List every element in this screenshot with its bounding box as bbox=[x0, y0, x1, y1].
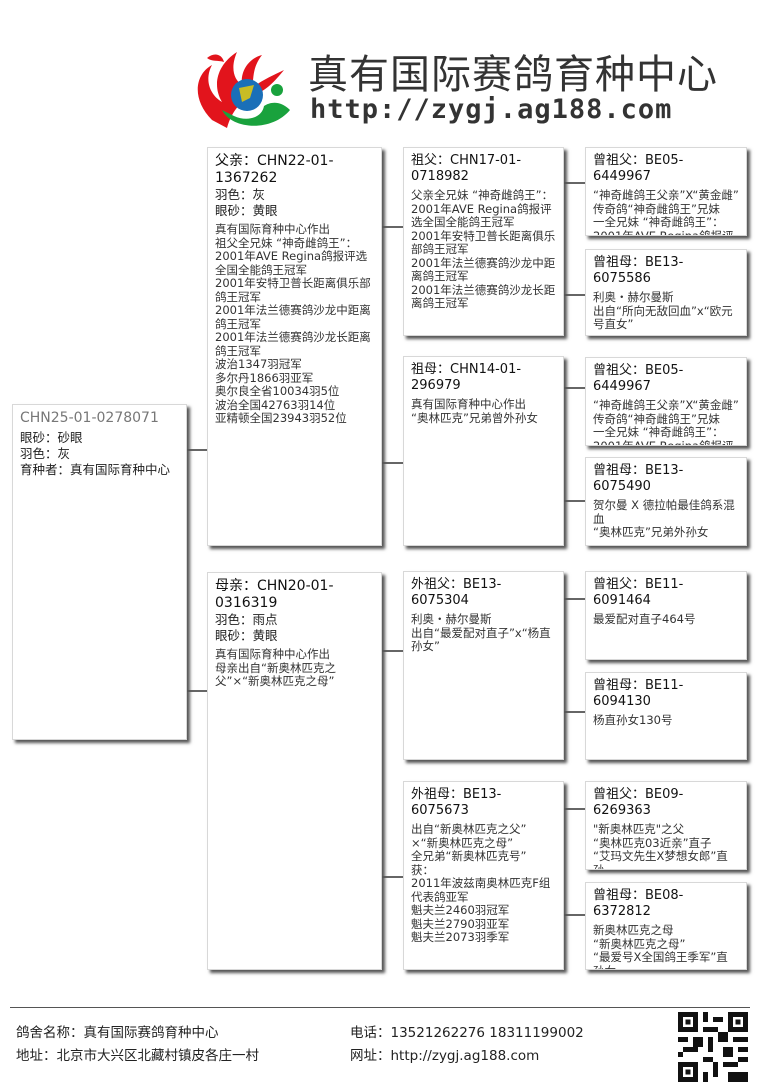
footer-phone: 电话：13521262276 18311199002 bbox=[350, 1025, 584, 1041]
great-grandparent-body: “神奇雌鸽王父亲”X“黄金雌” 传奇鸽“神奇雌鸽王”兄妹 一全兄妹 “神奇雌鸽王… bbox=[593, 398, 739, 446]
footer-address: 地址：北京市大兴区北藏村镇皮各庄一村 bbox=[16, 1048, 259, 1064]
great-grandparent-body: 贺尔曼 X 德拉帕最佳鸽系混血 “奥林匹克”兄弟外孙女 bbox=[593, 498, 735, 539]
qr-code-icon bbox=[678, 1012, 748, 1082]
footer-divider bbox=[10, 1007, 750, 1008]
grandparent-card: 外祖母：BE13-6075673 出自“新奥林匹克之父” ×“新奥林匹克之母” … bbox=[403, 781, 564, 970]
header-title: 真有国际赛鸽育种中心 bbox=[308, 52, 718, 98]
grandparent-title: 祖父：CHN17-01-0718982 bbox=[411, 153, 522, 184]
great-grandparent-title: 曾祖父：BE09-6269363 bbox=[593, 787, 684, 818]
grandparent-body: 出自“新奥林匹克之父” ×“新奥林匹克之母” 全兄弟“新奥林匹克号” 获： 20… bbox=[411, 822, 551, 944]
connector-line bbox=[187, 449, 207, 451]
grandparent-title: 外祖母：BE13-6075673 bbox=[411, 787, 502, 818]
grandparent-title: 祖母：CHN14-01-296979 bbox=[411, 362, 522, 393]
grandparent-body: 父亲全兄妹 “神奇雌鸽王”： 2001年AVE Regina鸽报评选全国全能鸽王… bbox=[411, 188, 556, 310]
mother-eye: 眼砂：黄眼 bbox=[215, 628, 278, 643]
father-body: 真有国际育种中心作出 祖父全兄妹 “神奇雌鸽王”： 2001年AVE Regin… bbox=[215, 222, 371, 425]
connector-line bbox=[564, 500, 585, 502]
great-grandparent-card: 曾祖父：BE11-6091464 最爱配对直子464号 bbox=[585, 571, 747, 660]
connector-line bbox=[564, 808, 585, 810]
subject-breeder: 育种者：真有国际育种中心 bbox=[20, 462, 171, 477]
connector-line bbox=[564, 598, 585, 600]
great-grandparent-title: 曾祖父：BE05-6449967 bbox=[593, 153, 684, 184]
connector-line bbox=[564, 182, 585, 184]
father-color: 羽色：灰 bbox=[215, 187, 266, 202]
subject-ring: CHN25-01-0278071 bbox=[20, 410, 159, 426]
great-grandparent-card: 曾祖母：BE11-6094130 杨直孙女130号 bbox=[585, 672, 747, 760]
father-title: 父亲：CHN22-01-1367262 bbox=[215, 153, 334, 186]
connector-line bbox=[382, 462, 403, 464]
connector-line bbox=[382, 226, 403, 228]
great-grandparent-body: 利奥・赫尔曼斯 出自“所向无敌回血”x“欧元号直女” bbox=[593, 290, 733, 331]
connector-line bbox=[382, 650, 403, 652]
mother-card: 母亲：CHN20-01-0316319 羽色：雨点 眼砂：黄眼 真有国际育种中心… bbox=[207, 572, 382, 970]
footer-website[interactable]: 网址：http://zygj.ag188.com bbox=[350, 1048, 540, 1064]
mother-title: 母亲：CHN20-01-0316319 bbox=[215, 578, 334, 611]
great-grandparent-body: "新奥林匹克"之父 “奥林匹克03近亲”直子 “艾玛文先生X梦想女郎”直孙 “奥… bbox=[593, 822, 728, 870]
great-grandparent-body: 杨直孙女130号 bbox=[593, 713, 673, 727]
great-grandparent-body: “神奇雌鸽王父亲”X“黄金雌” 传奇鸽“神奇雌鸽王”兄妹 一全兄妹 “神奇雌鸽王… bbox=[593, 188, 739, 236]
grandparent-body: 利奥・赫尔曼斯 出自“最爱配对直子”x“杨直孙女” bbox=[411, 612, 551, 653]
connector-line bbox=[187, 690, 207, 692]
footer-loft-name: 鸽舍名称：真有国际赛鸽育种中心 bbox=[16, 1025, 219, 1041]
grandparent-card: 祖父：CHN17-01-0718982 父亲全兄妹 “神奇雌鸽王”： 2001年… bbox=[403, 147, 564, 336]
connector-line bbox=[564, 387, 585, 389]
grandparent-card: 祖母：CHN14-01-296979 真有国际育种中心作出 “奥林匹克”兄弟曾外… bbox=[403, 356, 564, 546]
great-grandparent-body: 最爱配对直子464号 bbox=[593, 612, 696, 626]
great-grandparent-title: 曾祖母：BE08-6372812 bbox=[593, 888, 684, 919]
great-grandparent-card: 曾祖母：BE13-6075490 贺尔曼 X 德拉帕最佳鸽系混血 “奥林匹克”兄… bbox=[585, 457, 747, 546]
great-grandparent-card: 曾祖母：BE13-6075586 利奥・赫尔曼斯 出自“所向无敌回血”x“欧元号… bbox=[585, 249, 747, 336]
great-grandparent-title: 曾祖父：BE11-6091464 bbox=[593, 577, 684, 608]
subject-color: 羽色：灰 bbox=[20, 446, 71, 461]
subject-eye: 眼砂：砂眼 bbox=[20, 430, 83, 445]
connector-line bbox=[564, 711, 585, 713]
grandparent-body: 真有国际育种中心作出 “奥林匹克”兄弟曾外孙女 bbox=[411, 397, 538, 425]
connector-line bbox=[382, 876, 403, 878]
great-grandparent-card: 曾祖母：BE08-6372812 新奥林匹克之母 “新奥林匹克之母” “最爱号X… bbox=[585, 882, 747, 970]
header-url: http://zygj.ag188.com bbox=[310, 94, 673, 125]
mother-color: 羽色：雨点 bbox=[215, 612, 278, 627]
father-card: 父亲：CHN22-01-1367262 羽色：灰 眼砂：黄眼 真有国际育种中心作… bbox=[207, 147, 382, 546]
great-grandparent-card: 曾祖父：BE05-6449967 “神奇雌鸽王父亲”X“黄金雌” 传奇鸽“神奇雌… bbox=[585, 147, 747, 236]
phoenix-logo-icon bbox=[197, 52, 290, 128]
grandparent-title: 外祖父：BE13-6075304 bbox=[411, 577, 502, 608]
great-grandparent-title: 曾祖母：BE13-6075586 bbox=[593, 255, 684, 286]
subject-card: CHN25-01-0278071 眼砂：砂眼 羽色：灰 育种者：真有国际育种中心 bbox=[12, 404, 187, 740]
great-grandparent-card: 曾祖父：BE09-6269363 "新奥林匹克"之父 “奥林匹克03近亲”直子 … bbox=[585, 781, 747, 870]
great-grandparent-title: 曾祖父：BE05-6449967 bbox=[593, 363, 684, 394]
great-grandparent-title: 曾祖母：BE13-6075490 bbox=[593, 463, 684, 494]
grandparent-card: 外祖父：BE13-6075304 利奥・赫尔曼斯 出自“最爱配对直子”x“杨直孙… bbox=[403, 571, 564, 760]
logo bbox=[192, 40, 302, 128]
connector-line bbox=[564, 914, 585, 916]
great-grandparent-title: 曾祖母：BE11-6094130 bbox=[593, 678, 684, 709]
father-eye: 眼砂：黄眼 bbox=[215, 203, 278, 218]
mother-body: 真有国际育种中心作出 母亲出自“新奥林匹克之父”×“新奥林匹克之母” bbox=[215, 647, 336, 688]
connector-line bbox=[564, 294, 585, 296]
great-grandparent-card: 曾祖父：BE05-6449967 “神奇雌鸽王父亲”X“黄金雌” 传奇鸽“神奇雌… bbox=[585, 357, 747, 446]
great-grandparent-body: 新奥林匹克之母 “新奥林匹克之母” “最爱号X全国鸽王季军”直孙女 “杨”外孙女 bbox=[593, 923, 728, 969]
